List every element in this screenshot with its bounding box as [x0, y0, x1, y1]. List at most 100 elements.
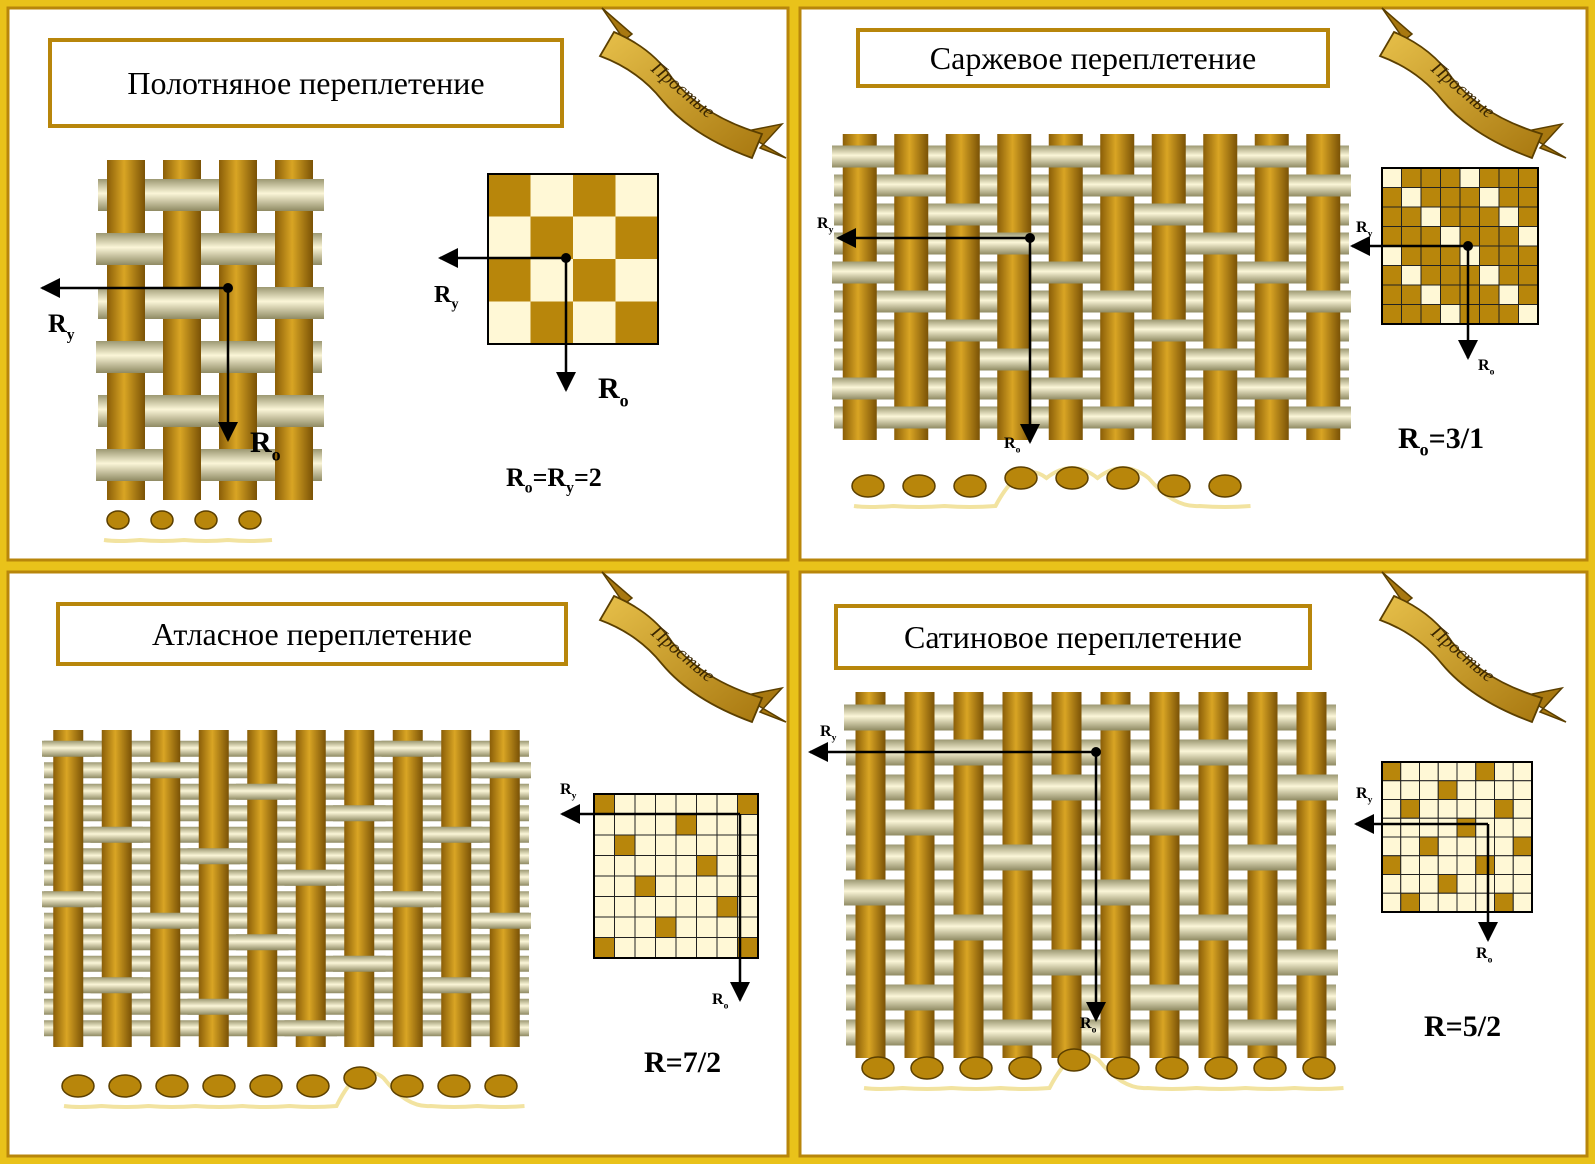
- weft-float: [96, 233, 156, 265]
- weft-float: [1236, 1019, 1289, 1046]
- grid-cell: [1437, 780, 1458, 800]
- warp-thread: [1100, 692, 1131, 1058]
- grid-origin-dot: [561, 253, 571, 263]
- grid-cell: [716, 916, 738, 938]
- grid-cell: [1437, 817, 1458, 838]
- weft-float: [478, 762, 531, 779]
- ribbon-body: [598, 30, 764, 160]
- weft-float: [333, 805, 386, 822]
- grid-cell: [614, 855, 636, 877]
- grid-cell: [593, 875, 615, 897]
- grid-ro-label: Rо: [598, 372, 629, 410]
- grid-cell: [1440, 265, 1461, 286]
- grid-cell: [1456, 799, 1477, 819]
- warp-thread: [489, 730, 520, 1047]
- weft-float: [1244, 377, 1300, 400]
- grid-cell: [1479, 187, 1500, 208]
- grid-cell: [1381, 780, 1402, 800]
- grid-cell: [1419, 855, 1439, 875]
- weave-ro-label: Rо: [250, 426, 281, 464]
- weave-illustration: [832, 134, 1351, 440]
- grid-cell: [1479, 167, 1500, 188]
- grid-ro-label: Rо: [1478, 357, 1495, 377]
- grid-cell: [1475, 874, 1495, 894]
- grid-cell: [1494, 817, 1514, 838]
- grid-cell: [614, 834, 636, 856]
- grid-cell: [716, 793, 738, 815]
- grid-cell: [1456, 892, 1477, 913]
- grid-cell: [1475, 892, 1495, 913]
- weave-illustration: [42, 730, 531, 1047]
- grid-cell: [1381, 817, 1402, 838]
- weft-float: [236, 783, 289, 800]
- warp-bead: [249, 1074, 283, 1098]
- weft-float: [96, 449, 156, 481]
- warp-thread: [1296, 692, 1327, 1058]
- warp-bead: [106, 510, 130, 530]
- grid-cell: [716, 875, 738, 897]
- weave-ry-label: Rу: [820, 723, 837, 743]
- warp-bead: [902, 474, 936, 498]
- grid-cell: [696, 896, 718, 918]
- warp-thread: [150, 730, 181, 1047]
- grid-cell: [615, 301, 658, 344]
- weft-float: [96, 341, 156, 373]
- warp-thread: [163, 160, 201, 500]
- grid-cell: [593, 814, 615, 836]
- grid-ry-label: Rу: [1356, 785, 1373, 805]
- warp-bead: [108, 1074, 142, 1098]
- grid-cell: [1381, 265, 1402, 286]
- grid-cell: [1512, 836, 1533, 857]
- grid-cell: [655, 814, 677, 836]
- grid-cell: [1475, 817, 1495, 838]
- warp-bead: [1057, 1048, 1091, 1072]
- grid-cell: [716, 855, 738, 877]
- grid-cell: [1381, 892, 1402, 913]
- weft-float: [1040, 774, 1093, 801]
- grid-cell: [1401, 284, 1422, 305]
- weft-float: [1138, 984, 1191, 1011]
- warp-bead: [437, 1074, 471, 1098]
- warp-bead: [1253, 1056, 1287, 1080]
- weft-float: [430, 826, 483, 843]
- grid-cell: [1475, 761, 1495, 782]
- grid-cell: [1400, 780, 1420, 800]
- grid-cell: [593, 834, 615, 856]
- grid-cell: [1494, 780, 1514, 800]
- weft-float: [152, 287, 212, 319]
- warp-thread: [1002, 692, 1033, 1058]
- grid-cell: [1518, 265, 1539, 286]
- warp-bead: [202, 1074, 236, 1098]
- cross-section: [103, 510, 273, 543]
- grid-cell: [614, 916, 636, 938]
- warp-thread: [101, 730, 132, 1047]
- grid-cell: [1419, 892, 1439, 913]
- grid-cell: [675, 896, 697, 918]
- grid-cell: [675, 937, 697, 959]
- weft-float: [1192, 348, 1248, 371]
- grid-cell: [1400, 874, 1420, 894]
- grid-cell: [1381, 304, 1402, 325]
- weft-float: [832, 261, 888, 284]
- weft-float: [883, 290, 939, 313]
- grid-cell: [1456, 874, 1477, 894]
- warp-thread: [295, 730, 326, 1047]
- grid-cell: [1518, 206, 1539, 227]
- grid-cell: [530, 216, 573, 259]
- ribbon-body: [1378, 594, 1544, 724]
- grid-cell: [488, 216, 531, 259]
- warp-thread: [1151, 134, 1186, 440]
- grid-cell: [1437, 761, 1458, 782]
- weft-float: [1244, 261, 1300, 284]
- grid-cell: [655, 896, 677, 918]
- grid-cell: [1381, 855, 1402, 875]
- grid-cell: [1518, 304, 1539, 325]
- grid-cell: [573, 216, 616, 259]
- grid-cell: [1437, 855, 1458, 875]
- grid-cell: [1498, 245, 1519, 266]
- weft-float: [264, 395, 324, 427]
- panel-title: Саржевое переплетение: [930, 40, 1256, 76]
- grid-cell: [1512, 892, 1533, 913]
